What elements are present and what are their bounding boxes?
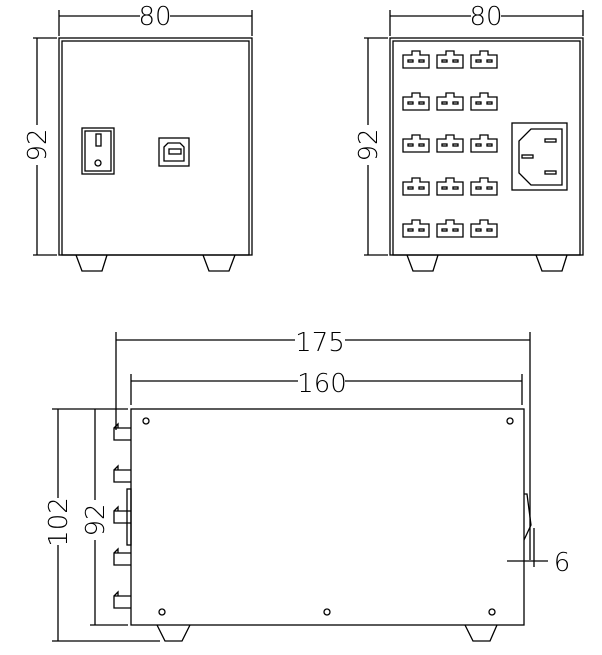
iec-inlet-icon: [511, 122, 568, 191]
power-switch-icon: [81, 127, 115, 175]
front-view: 80 92: [23, 2, 253, 272]
side-panel-strip: [126, 488, 132, 546]
side-switch-profile: [523, 493, 532, 541]
rear-foot-right: [535, 254, 568, 272]
rear-width-dimension: 80: [389, 2, 584, 36]
connector-2pin-icon: [470, 134, 498, 153]
rear-panel-inner: [392, 40, 581, 256]
connector-2pin-icon: [470, 50, 498, 69]
rear-height-label: 92: [354, 128, 384, 161]
front-width-label: 80: [138, 2, 171, 32]
side-view: 175 160 102 92 6: [44, 328, 570, 642]
overall-length-label: 175: [295, 328, 345, 358]
connector-2pin-icon: [436, 177, 464, 196]
overall-height-label: 102: [44, 497, 74, 547]
switch-protrusion-label: 6: [554, 548, 571, 578]
connector-2pin-icon: [436, 134, 464, 153]
front-height-dimension: 92: [23, 37, 57, 256]
screw-icon: [158, 608, 166, 616]
connector-2pin-icon: [470, 219, 498, 238]
connector-2pin-icon: [402, 50, 430, 69]
rear-height-dimension: 92: [354, 37, 388, 256]
screw-icon: [506, 417, 514, 425]
connector-2pin-icon: [470, 177, 498, 196]
connector-2pin-icon: [436, 50, 464, 69]
rear-view: 80 92: [354, 2, 584, 272]
side-connector-icon: [113, 422, 131, 441]
connector-2pin-icon: [436, 92, 464, 111]
rear-foot-left: [406, 254, 439, 272]
front-panel-inner: [61, 40, 250, 256]
connector-2pin-icon: [402, 219, 430, 238]
side-connector-icon: [113, 590, 131, 609]
connector-2pin-icon: [402, 134, 430, 153]
usb-b-port-icon: [158, 137, 190, 167]
screw-icon: [142, 417, 150, 425]
side-connectors: [113, 422, 131, 609]
front-foot-right: [202, 254, 236, 272]
body-height-label: 92: [81, 503, 111, 536]
side-body-outline: [130, 408, 525, 626]
front-width-dimension: 80: [58, 2, 253, 36]
connector-2pin-icon: [470, 92, 498, 111]
rear-width-label: 80: [469, 2, 502, 32]
side-foot-right: [464, 624, 498, 642]
screw-icon: [488, 608, 496, 616]
connector-2pin-icon: [402, 177, 430, 196]
side-connector-icon: [113, 505, 131, 524]
side-foot-left: [156, 624, 191, 642]
connector-2pin-icon: [402, 92, 430, 111]
connector-grid: [402, 50, 498, 238]
front-body-outline: [58, 37, 253, 256]
body-length-label: 160: [297, 369, 347, 399]
screw-icon: [323, 608, 331, 616]
front-height-label: 92: [23, 128, 53, 161]
overall-height-dimension: 102: [44, 408, 160, 642]
body-length-dimension: 160: [130, 369, 523, 405]
screws: [142, 417, 514, 616]
overall-length-dimension: 175: [115, 328, 531, 560]
side-connector-icon: [113, 464, 131, 483]
side-connector-icon: [113, 547, 131, 566]
front-foot-left: [75, 254, 108, 272]
switch-protrusion-dimension: 6: [507, 528, 570, 578]
body-height-dimension: 92: [81, 409, 128, 626]
connector-2pin-icon: [436, 219, 464, 238]
